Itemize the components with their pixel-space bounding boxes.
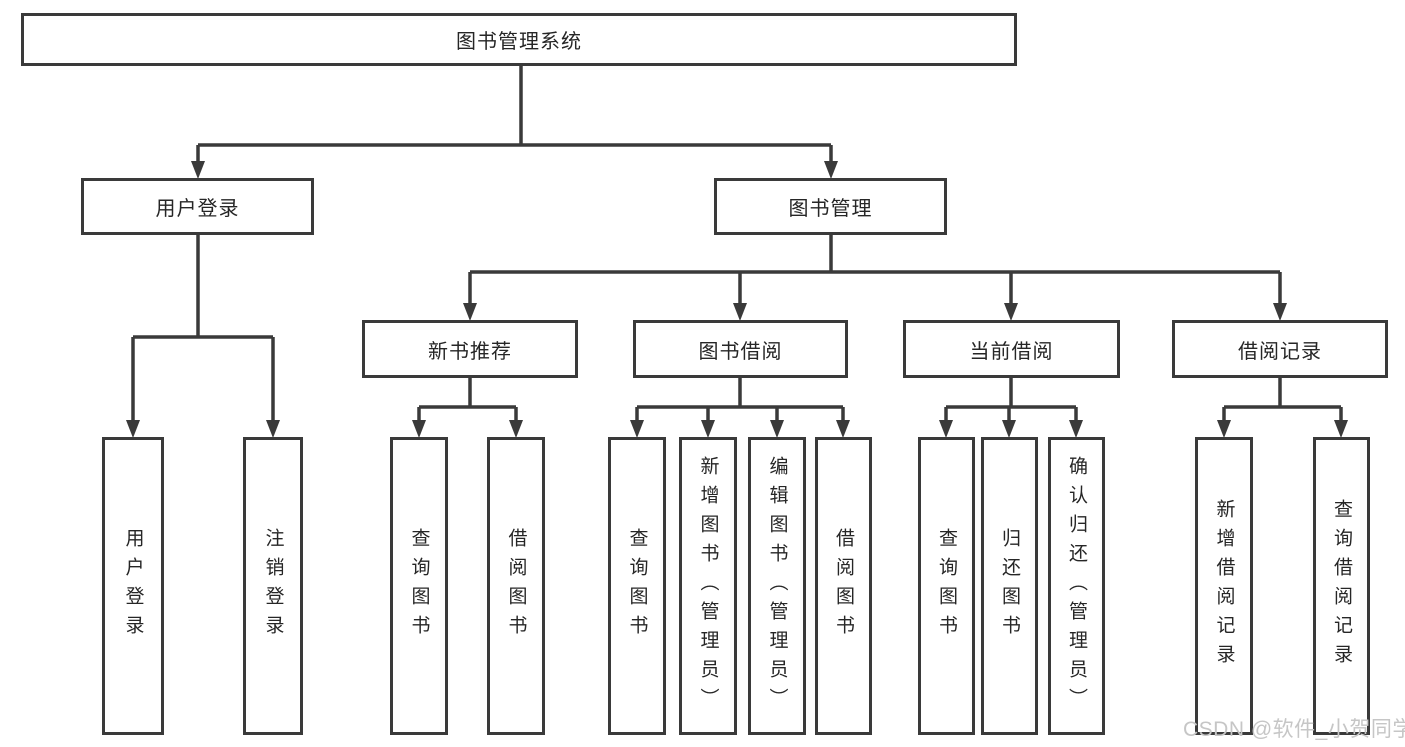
arrow-down-icon	[509, 420, 523, 438]
node-leaf-query-book-b: 查询图书	[608, 437, 666, 735]
arrow-down-icon	[463, 303, 477, 321]
node-leaf-add-record-label: 新增借阅记录	[1213, 499, 1235, 673]
watermark: CSDN @软件_小贺同学	[1183, 718, 1405, 741]
arrow-down-icon	[630, 420, 644, 438]
arrow-down-icon	[701, 420, 715, 438]
node-leaf-confirm-return-label: 确认归还（管理员）	[1066, 455, 1087, 717]
arrow-down-icon	[939, 420, 953, 438]
arrow-down-icon	[770, 420, 784, 438]
arrowheads	[126, 161, 1348, 438]
node-leaf-add-book: 新增图书（管理员）	[679, 437, 737, 735]
node-leaf-user-login-label: 用户登录	[122, 528, 144, 644]
arrow-down-icon	[266, 420, 280, 438]
node-root: 图书管理系统	[21, 13, 1017, 66]
node-leaf-query-record: 查询借阅记录	[1313, 437, 1370, 735]
node-user-login: 用户登录	[81, 178, 314, 235]
connector-current-borrow	[944, 378, 1078, 421]
arrow-down-icon	[1069, 420, 1083, 438]
node-book-mgmt-label: 图书管理	[788, 198, 873, 220]
node-leaf-query-book-a: 查询图书	[390, 437, 448, 735]
node-leaf-query-record-label: 查询借阅记录	[1331, 499, 1352, 673]
node-leaf-edit-book: 编辑图书（管理员）	[748, 437, 806, 735]
node-user-login-label: 用户登录	[155, 198, 240, 220]
node-root-label: 图书管理系统	[456, 31, 582, 53]
connector-new-book-rec	[417, 378, 518, 421]
arrow-down-icon	[1002, 420, 1016, 438]
node-leaf-return-book-label: 归还图书	[999, 528, 1020, 644]
arrow-down-icon	[1217, 420, 1231, 438]
node-leaf-borrow-book-b-label: 借阅图书	[833, 528, 854, 644]
connector-root	[196, 66, 833, 162]
connector-book-borrow	[635, 378, 845, 421]
node-borrow-records-label: 借阅记录	[1238, 340, 1322, 363]
arrow-down-icon	[412, 420, 426, 438]
node-leaf-add-book-label: 新增图书（管理员）	[697, 455, 719, 717]
node-leaf-query-book-c-label: 查询图书	[936, 528, 957, 644]
node-leaf-logout: 注销登录	[243, 437, 303, 735]
arrow-down-icon	[1334, 420, 1348, 438]
node-leaf-borrow-book-a-label: 借阅图书	[505, 528, 527, 644]
node-leaf-logout-label: 注销登录	[262, 528, 284, 644]
arrow-down-icon	[126, 420, 140, 438]
arrow-down-icon	[836, 420, 850, 438]
arrow-down-icon	[1273, 303, 1287, 321]
node-new-book-rec-label: 新书推荐	[428, 340, 512, 363]
node-book-mgmt: 图书管理	[714, 178, 947, 235]
node-current-borrow: 当前借阅	[903, 320, 1120, 378]
node-leaf-query-book-c: 查询图书	[918, 437, 975, 735]
node-leaf-edit-book-label: 编辑图书（管理员）	[766, 455, 788, 717]
node-leaf-query-book-a-label: 查询图书	[408, 528, 430, 644]
arrow-down-icon	[733, 303, 747, 321]
node-leaf-add-record: 新增借阅记录	[1195, 437, 1253, 735]
node-borrow-records: 借阅记录	[1172, 320, 1388, 378]
connector-book-mgmt	[468, 235, 1282, 304]
arrow-down-icon	[824, 161, 838, 179]
node-leaf-borrow-book-a: 借阅图书	[487, 437, 545, 735]
node-leaf-confirm-return: 确认归还（管理员）	[1048, 437, 1105, 735]
node-current-borrow-label: 当前借阅	[969, 340, 1054, 363]
node-new-book-rec: 新书推荐	[362, 320, 578, 378]
connector-borrow-records	[1222, 378, 1343, 421]
node-leaf-user-login: 用户登录	[102, 437, 164, 735]
connector-user-login	[131, 235, 275, 421]
arrow-down-icon	[1004, 303, 1018, 321]
node-leaf-query-book-b-label: 查询图书	[626, 528, 648, 644]
arrow-down-icon	[191, 161, 205, 179]
node-leaf-return-book: 归还图书	[981, 437, 1038, 735]
node-book-borrow-label: 图书借阅	[698, 340, 783, 363]
node-book-borrow: 图书借阅	[633, 320, 848, 378]
node-leaf-borrow-book-b: 借阅图书	[815, 437, 872, 735]
